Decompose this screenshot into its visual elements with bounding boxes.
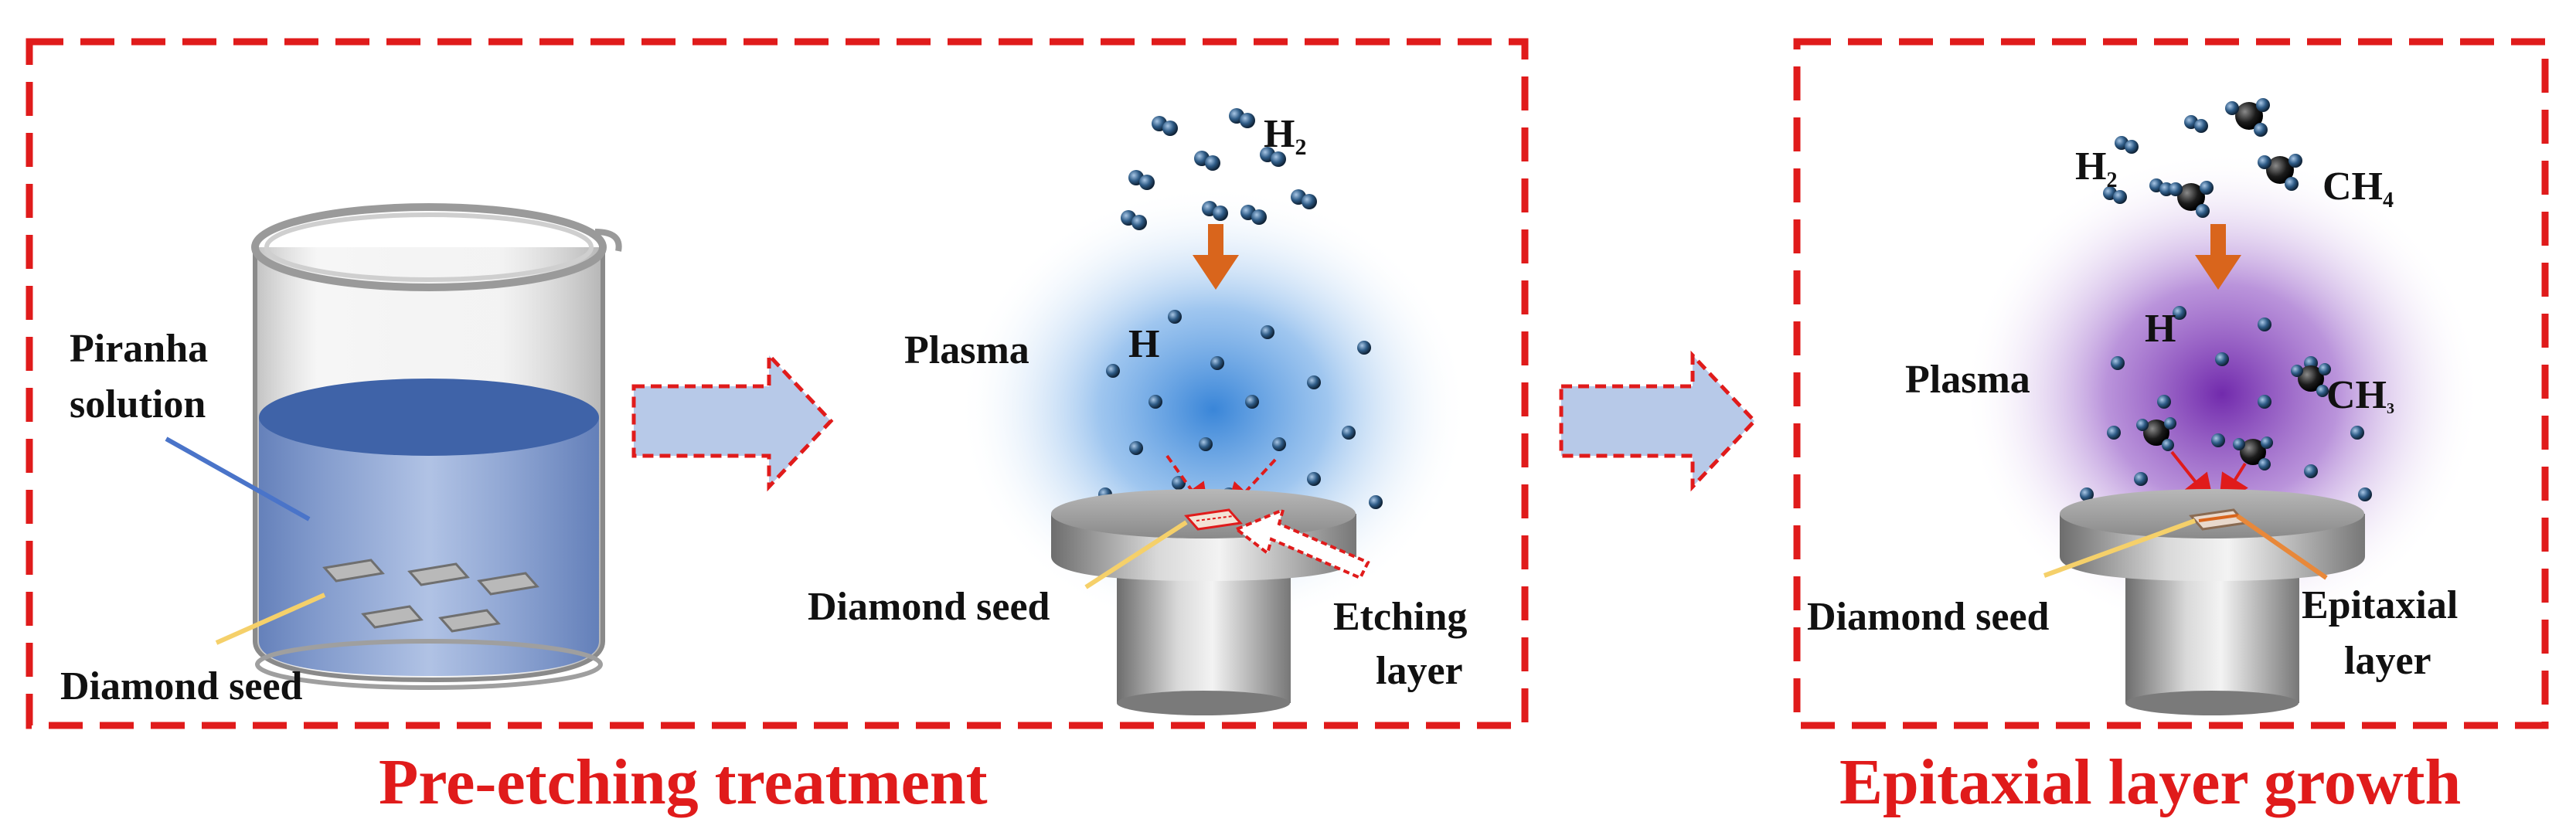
piranha-label-line1: Piranha bbox=[70, 327, 208, 371]
ch4-label: CH4 bbox=[2322, 165, 2394, 212]
h2-feed-arrow bbox=[1193, 224, 1239, 290]
pre-etching-title: Pre-etching treatment bbox=[379, 746, 988, 818]
flow-arrow-1 bbox=[631, 350, 834, 492]
epitaxial-layer-line2: layer bbox=[2344, 639, 2431, 683]
epitaxial-frame bbox=[1793, 38, 2549, 729]
epitaxial-panel: H2 CH4 H CH3 Plasma bbox=[1793, 38, 2549, 818]
beaker-seeds bbox=[322, 559, 539, 633]
substrate-stage-right bbox=[2060, 489, 2365, 715]
piranha-label-line2: solution bbox=[70, 382, 206, 426]
etching-layer-line2: layer bbox=[1376, 649, 1463, 693]
h2-label: H2 bbox=[1264, 112, 1306, 160]
diamond-seed-label-left: Diamond seed bbox=[808, 585, 1050, 629]
ch3-label: CH3 bbox=[2326, 373, 2394, 417]
epitaxial-pointer bbox=[2236, 514, 2328, 580]
h2-label-right: H2 bbox=[2075, 144, 2117, 192]
epitaxial-layer-line1: Epitaxial bbox=[2302, 583, 2458, 627]
h2-molecules bbox=[1121, 108, 1317, 230]
etching-layer-pointer bbox=[1234, 507, 1370, 580]
plasma-label-left: Plasma bbox=[904, 328, 1029, 372]
h-radical-label: H bbox=[1128, 322, 1159, 366]
h2-molecules-right bbox=[2103, 115, 2208, 204]
pre-etching-panel: Piranha solution Diamond seed H2 bbox=[26, 38, 1529, 818]
flow-arrow-2 bbox=[1559, 350, 1758, 492]
ch4-feed-arrow bbox=[2195, 224, 2241, 290]
diamond-seed-label-right: Diamond seed bbox=[1807, 595, 2050, 639]
beaker-seed-pointer bbox=[215, 593, 326, 645]
seed-pointer-left bbox=[1084, 520, 1188, 589]
pre-etching-frame bbox=[26, 38, 1529, 729]
plasma-label-right: Plasma bbox=[1905, 358, 2030, 402]
seed-pointer-right bbox=[2043, 518, 2197, 578]
etching-layer-line1: Etching bbox=[1333, 595, 1467, 639]
piranha-pointer bbox=[165, 436, 311, 521]
beaker bbox=[251, 203, 622, 690]
epitaxial-title: Epitaxial layer growth bbox=[1839, 746, 2461, 818]
ch4-molecules bbox=[2169, 98, 2302, 218]
ch3-radicals bbox=[2136, 363, 2331, 470]
h-label-right: H bbox=[2145, 307, 2176, 351]
beaker-seed-label: Diamond seed bbox=[60, 664, 303, 708]
